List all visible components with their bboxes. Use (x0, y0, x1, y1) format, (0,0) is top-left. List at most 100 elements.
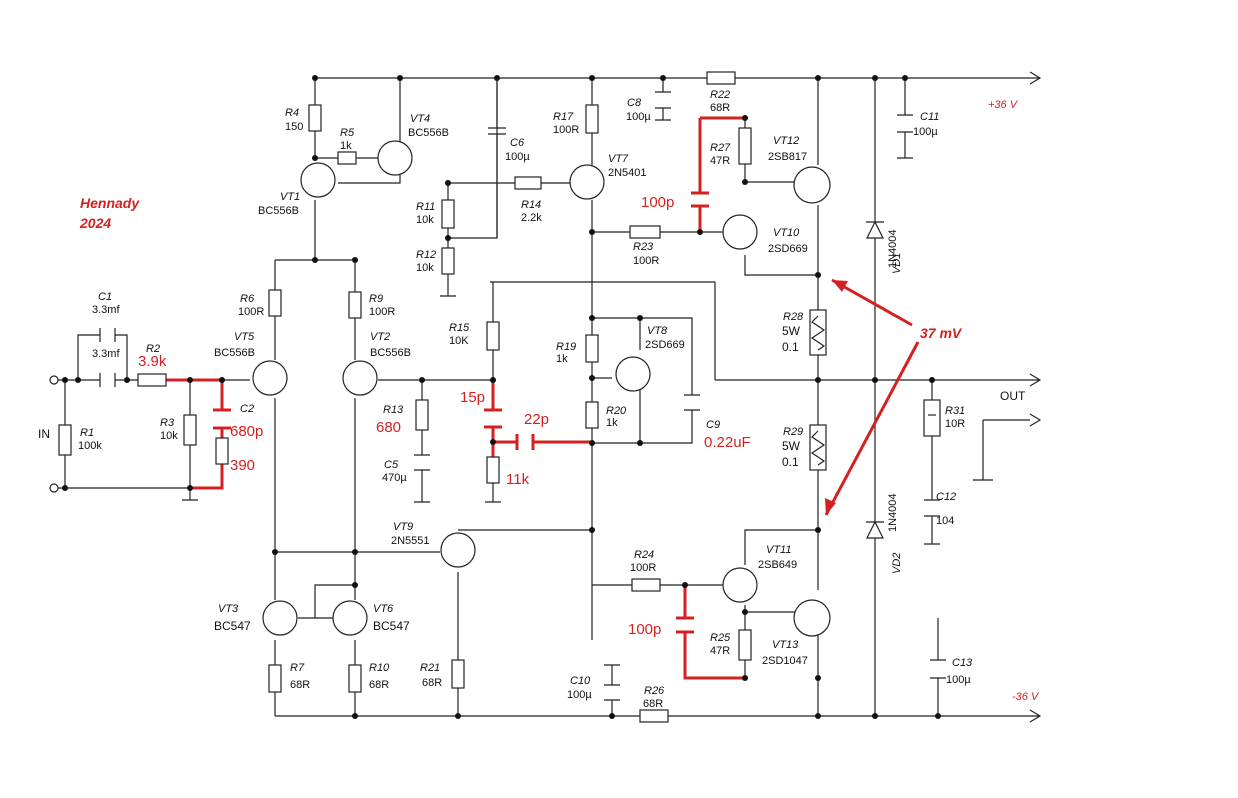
vt2-part: BC556B (370, 347, 411, 359)
r23-value: 100R (633, 255, 659, 267)
r14-ref: R14 (521, 199, 541, 211)
r23-ref: R23 (633, 241, 654, 253)
voltage-annotation: 37 mV (920, 325, 963, 341)
r12-value: 10k (416, 262, 434, 274)
vt8-ref: VT8 (647, 325, 668, 337)
vt11-ref: VT11 (766, 544, 791, 556)
c9-value: 0.22uF (704, 434, 751, 451)
vt6-ref: VT6 (373, 603, 394, 615)
input-terminals (49, 375, 59, 493)
c8-value: 100µ (626, 111, 651, 123)
c2-value: 680p (230, 423, 263, 440)
c8-ref: C8 (627, 97, 642, 109)
r24-value: 100R (630, 562, 656, 574)
r-390-value: 390 (230, 457, 255, 474)
r26-value: 68R (643, 698, 663, 710)
vt12-ref: VT12 (773, 135, 799, 147)
c-100p-top-value: 100p (641, 194, 674, 211)
in-label: IN (38, 427, 50, 441)
r21-value: 68R (422, 677, 442, 689)
r21-ref: R21 (420, 662, 440, 674)
r28-value2: 0.1 (782, 340, 799, 354)
r11-value: 10k (416, 214, 434, 226)
transistor-symbols (252, 140, 831, 637)
vt13-part: 2SD1047 (762, 655, 808, 667)
r17-ref: R17 (553, 111, 574, 123)
r25-value: 47R (710, 645, 730, 657)
c10-value: 100µ (567, 689, 592, 701)
r14-value: 2.2k (521, 212, 542, 224)
r19-ref: R19 (556, 341, 576, 353)
r27-value: 47R (710, 155, 730, 167)
c1-ref: C1 (98, 291, 112, 303)
c1-value2: 3.3mf (92, 348, 120, 360)
resistor-bodies (58, 71, 941, 723)
vt3-ref: VT3 (218, 603, 239, 615)
r5-value: 1k (340, 140, 352, 152)
author-year: 2024 (79, 215, 111, 231)
r2-ref: R2 (146, 343, 160, 355)
vt12-part: 2SB817 (768, 151, 807, 163)
vt7-part: 2N5401 (608, 167, 647, 179)
r6-ref: R6 (240, 293, 255, 305)
r31-ref: R31 (945, 405, 965, 417)
r19-value: 1k (556, 353, 568, 365)
out-label: OUT (1000, 389, 1026, 403)
c-22p-value: 22p (524, 411, 549, 428)
capacitor-plates (99, 78, 946, 701)
r15-ref: R15 (449, 322, 470, 334)
r29-value2: 0.1 (782, 455, 799, 469)
r26-ref: R26 (644, 685, 665, 697)
r4-value: 150 (285, 121, 303, 133)
c2-ref: C2 (240, 403, 254, 415)
r13-ref: R13 (383, 404, 404, 416)
diode-symbols (866, 220, 884, 539)
c6-ref: C6 (510, 137, 525, 149)
vt11-part: 2SB649 (758, 559, 797, 571)
c12-value: 104 (936, 515, 954, 527)
c11-value: 100µ (913, 126, 938, 138)
r25-ref: R25 (710, 632, 731, 644)
vt9-part: 2N5551 (391, 535, 430, 547)
vt6-part: BC547 (373, 619, 410, 633)
c5-ref: C5 (384, 459, 399, 471)
r-11k-value: 11k (506, 471, 530, 488)
c10-ref: C10 (570, 675, 591, 687)
vt4-ref: VT4 (410, 113, 430, 125)
r1-ref: R1 (80, 427, 94, 439)
r2-value: 3.9k (138, 353, 167, 370)
c6-value: 100µ (505, 151, 530, 163)
r9-ref: R9 (369, 293, 383, 305)
vt8-part: 2SD669 (645, 339, 685, 351)
r22-value: 68R (710, 102, 730, 114)
pos-rail-label: +36 V (988, 99, 1019, 111)
c13-value: 100µ (946, 674, 971, 686)
r15-value: 10K (449, 335, 469, 347)
r10-ref: R10 (369, 662, 390, 674)
wires (58, 71, 1042, 723)
vt3-part: BC547 (214, 619, 251, 633)
r10-value: 68R (369, 679, 389, 691)
vt1-part: BC556B (258, 205, 299, 217)
vt13-ref: VT13 (772, 639, 799, 651)
c12-ref: C12 (936, 491, 956, 503)
vd2-part: 1N4004 (887, 493, 899, 532)
r28-value: 5W (782, 324, 801, 338)
neg-rail-label: -36 V (1012, 691, 1040, 703)
vt7-ref: VT7 (608, 153, 629, 165)
r22-ref: R22 (710, 89, 730, 101)
r28-ref: R28 (783, 311, 804, 323)
r29-ref: R29 (783, 426, 803, 438)
r17-value: 100R (553, 124, 579, 136)
vt9-ref: VT9 (393, 521, 413, 533)
r12-ref: R12 (416, 249, 436, 261)
r7-value: 68R (290, 679, 310, 691)
c9-ref: C9 (706, 419, 720, 431)
c1-value: 3.3mf (92, 304, 120, 316)
vd1-ref: VD1 (891, 253, 903, 274)
c13-ref: C13 (952, 657, 973, 669)
r3-value: 10k (160, 430, 178, 442)
vt10-ref: VT10 (773, 227, 800, 239)
r3-ref: R3 (160, 417, 175, 429)
